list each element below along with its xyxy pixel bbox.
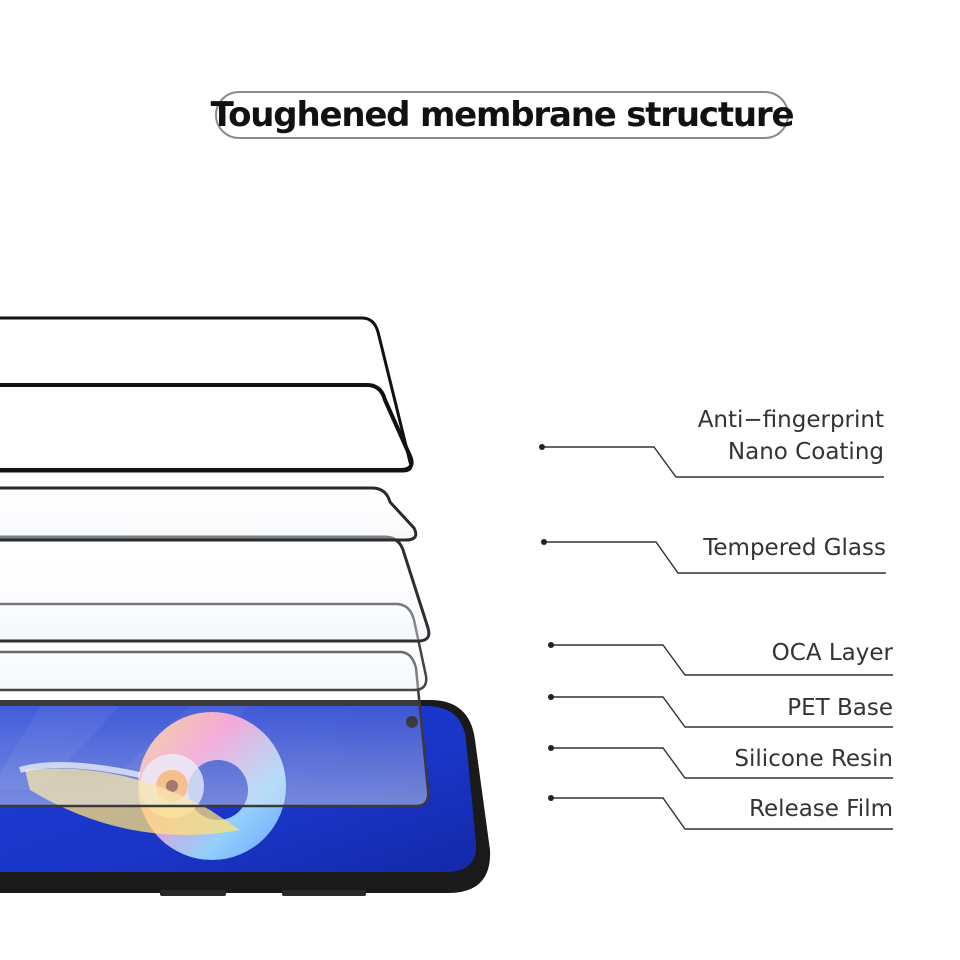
layer-sheet [0, 383, 414, 472]
label-line: PET Base [787, 695, 893, 721]
page-title: Toughened membrane structure [210, 95, 795, 135]
label-silicone-resin: Silicone Resin [734, 743, 893, 775]
label-release-film: Release Film [749, 793, 893, 825]
label-line: Nano Coating [727, 439, 884, 465]
callout-dots [539, 444, 554, 801]
layer-sheet [0, 486, 418, 542]
label-line: OCA Layer [771, 640, 893, 666]
layer-sheets [0, 316, 431, 808]
label-tempered-glass: Tempered Glass [703, 532, 886, 564]
layer-sheet [0, 535, 431, 643]
layer-sheet [0, 316, 413, 473]
title-badge: Toughened membrane structure [211, 91, 795, 139]
label-pet-base: PET Base [787, 692, 893, 724]
label-line: Tempered Glass [703, 535, 886, 561]
label-line: Silicone Resin [734, 746, 893, 772]
label-anti-fingerprint: Anti−fingerprint Nano Coating [698, 404, 884, 468]
label-line: Anti−fingerprint [697, 407, 884, 433]
callout-lines [542, 446, 893, 830]
label-oca-layer: OCA Layer [772, 637, 893, 669]
label-line: Release Film [749, 796, 893, 822]
